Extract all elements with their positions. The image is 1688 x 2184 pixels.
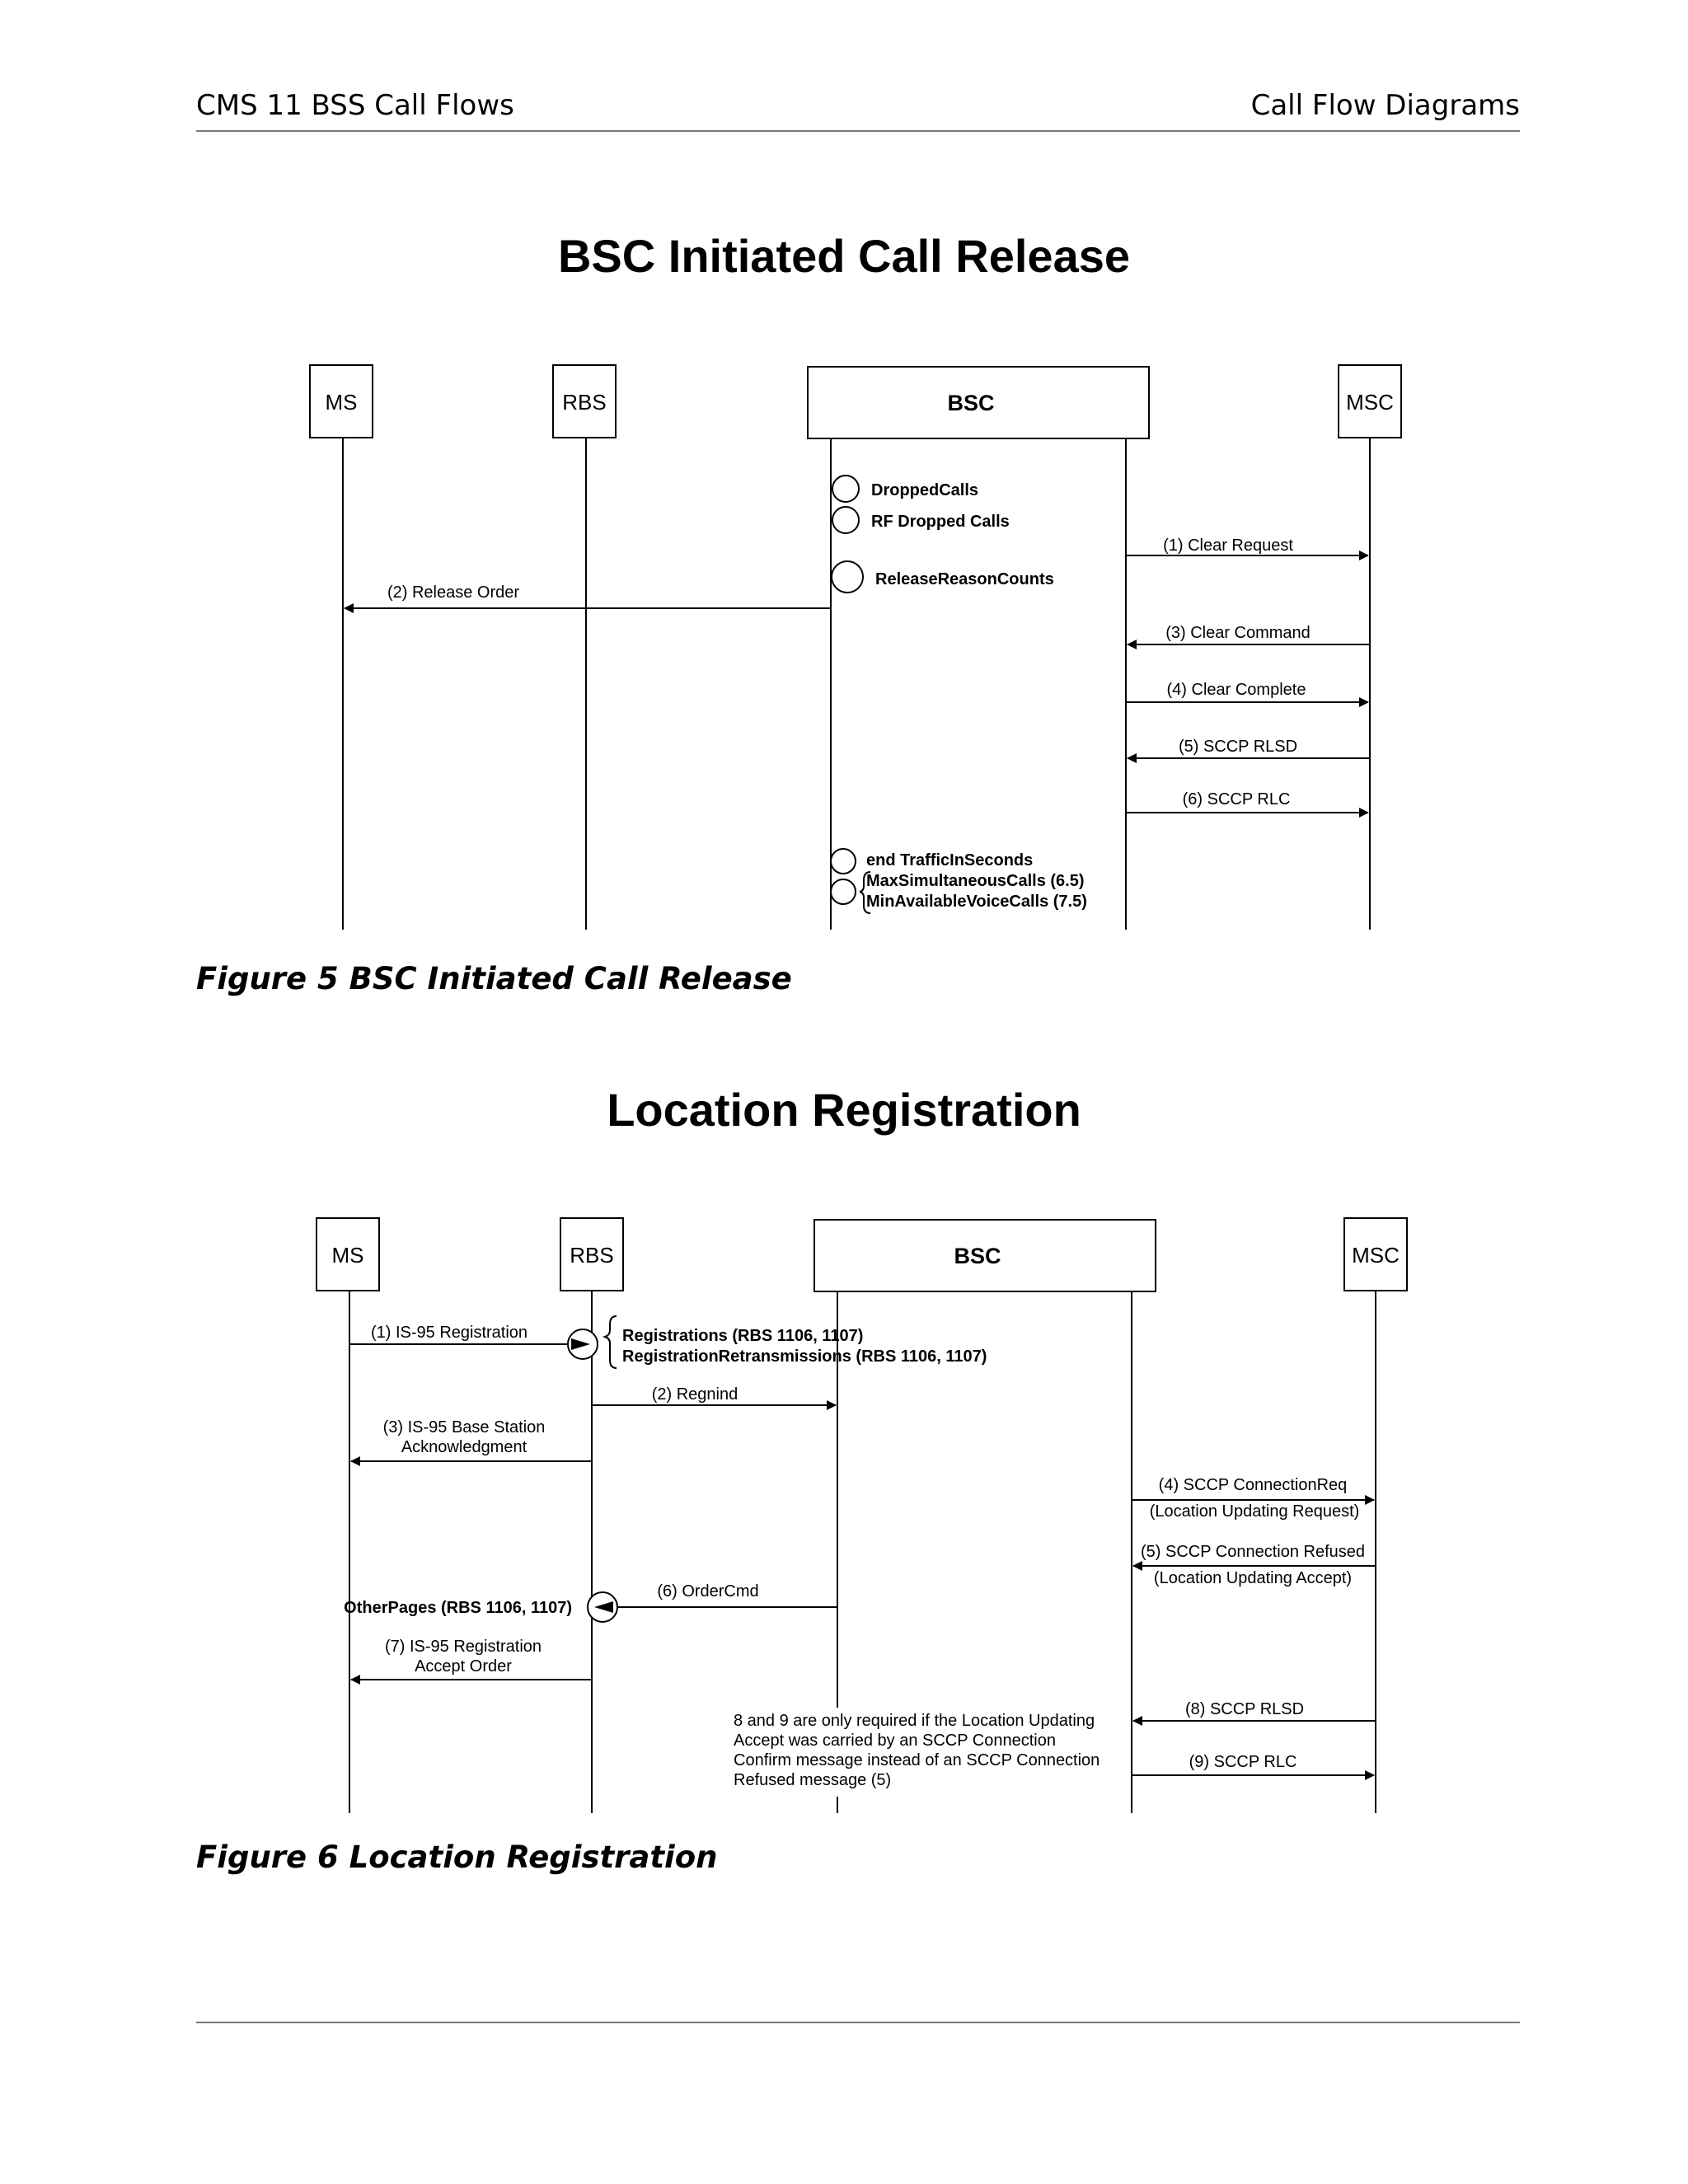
f5-label-m1: (1) Clear Request — [1163, 537, 1293, 555]
f5-ms-label: MS — [326, 390, 358, 415]
f5-brace — [859, 871, 871, 914]
header-left: CMS 11 BSS Call Flows — [196, 89, 514, 122]
f6-label-m5-line1: (5) SCCP Connection Refused — [1141, 1543, 1365, 1561]
f5-end-traffic: end TrafficInSeconds — [866, 851, 1033, 869]
f6-brace — [602, 1315, 617, 1369]
f6-registrations: Registrations (RBS 1106, 1107) — [622, 1327, 863, 1345]
f5-rf-dropped-calls: RF Dropped Calls — [871, 513, 1010, 531]
f6-note-line: 8 and 9 are only required if the Locatio… — [734, 1712, 1095, 1730]
f6-msc-label: MSC — [1352, 1243, 1400, 1268]
f5-msc-label: MSC — [1346, 390, 1394, 415]
f6-label-m5-line2: (Location Updating Accept) — [1154, 1569, 1352, 1587]
f6-label-m8: (8) SCCP RLSD — [1185, 1700, 1304, 1718]
figure5-sequence-diagram: MS RBS BSC MSC DroppedCalls RF Dropped C… — [309, 364, 1402, 930]
f5-max-simultaneous: MaxSimultaneousCalls (6.5) — [866, 872, 1085, 890]
f6-arrow-head-m6 — [594, 1601, 613, 1613]
figure5-title: BSC Initiated Call Release — [557, 230, 1130, 282]
f6-ms-box — [316, 1217, 380, 1291]
f5-rbs-box — [552, 364, 617, 438]
f5-label-m5: (5) SCCP RLSD — [1179, 738, 1297, 756]
f6-label-m9: (9) SCCP RLC — [1189, 1753, 1297, 1771]
f5-rbs-label: RBS — [562, 390, 606, 415]
f6-label-m3-line2: Acknowledgment — [401, 1438, 528, 1456]
figure5-caption: Figure 5 BSC Initiated Call Release — [196, 961, 792, 996]
f6-note-line: Confirm message instead of an SCCP Conne… — [734, 1751, 1100, 1769]
f5-counter-circle — [832, 475, 860, 503]
f5-counter-circle — [832, 506, 860, 534]
f6-label-m2: (2) Regnind — [652, 1385, 738, 1404]
f5-label-m2: (2) Release Order — [387, 583, 519, 602]
f5-counter-circle — [830, 879, 856, 905]
f6-bsc-label: BSC — [954, 1244, 1001, 1268]
footer-rule — [196, 2022, 1520, 2023]
f6-label-m4-line2: (Location Updating Request) — [1150, 1502, 1360, 1521]
f5-release-reason-counts: ReleaseReasonCounts — [875, 570, 1054, 588]
f5-label-m3: (3) Clear Command — [1165, 624, 1311, 642]
f5-counter-circle — [831, 560, 864, 593]
figure6-title: Location Registration — [607, 1084, 1081, 1136]
f5-counter-circle — [830, 848, 856, 874]
f6-ms-label: MS — [332, 1243, 364, 1268]
header-right: Call Flow Diagrams — [1250, 89, 1520, 122]
f6-label-m7-line2: Accept Order — [415, 1657, 512, 1675]
f6-other-pages: OtherPages (RBS 1106, 1107) — [344, 1599, 572, 1617]
f5-label-m4: (4) Clear Complete — [1167, 681, 1306, 699]
f6-note-line: Accept was carried by an SCCP Connection — [734, 1732, 1056, 1750]
f5-ms-box — [309, 364, 373, 438]
f5-label-m6: (6) SCCP RLC — [1183, 790, 1291, 808]
f6-label-m4-line1: (4) SCCP ConnectionReq — [1159, 1476, 1348, 1494]
f5-dropped-calls: DroppedCalls — [871, 481, 978, 499]
f6-arrow-head-m1 — [571, 1338, 590, 1350]
f6-label-m3-line1: (3) IS-95 Base Station — [383, 1418, 546, 1436]
f6-rbs-label: RBS — [570, 1243, 613, 1268]
f6-bsc-box — [814, 1219, 1156, 1292]
f5-msc-box — [1338, 364, 1402, 438]
figure6-caption: Figure 6 Location Registration — [196, 1840, 718, 1875]
f6-label-m1: (1) IS-95 Registration — [371, 1324, 528, 1342]
f6-registration-retransmissions: RegistrationRetransmissions (RBS 1106, 1… — [622, 1347, 987, 1366]
figure6-sequence-diagram: MS RBS BSC MSC (1) IS-95 Registration Re… — [316, 1217, 1408, 1813]
f5-bsc-label: BSC — [947, 391, 994, 415]
f6-note-line: Refused message (5) — [734, 1771, 891, 1789]
f5-min-available: MinAvailableVoiceCalls (7.5) — [866, 893, 1087, 911]
f6-label-m7-line1: (7) IS-95 Registration — [385, 1638, 542, 1656]
f6-label-m6: (6) OrderCmd — [657, 1582, 758, 1601]
header-rule — [196, 130, 1520, 132]
f5-bsc-box — [807, 366, 1150, 439]
f6-rbs-box — [560, 1217, 624, 1291]
